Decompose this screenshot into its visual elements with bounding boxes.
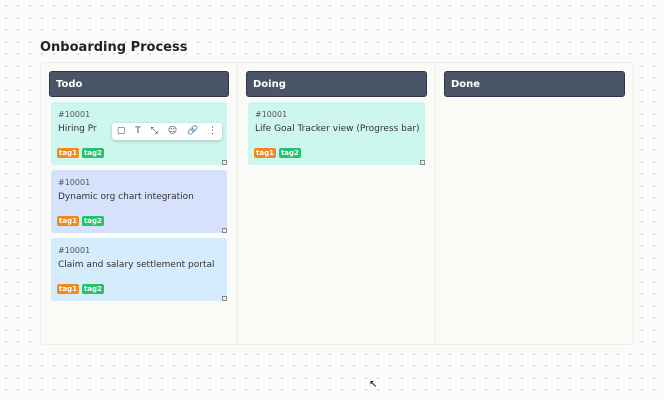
resize-handle-icon[interactable] [420, 160, 425, 165]
mouse-cursor-icon: ↖ [369, 379, 378, 390]
resize-handle-icon[interactable] [222, 160, 227, 165]
tag-badge: tag2 [81, 148, 104, 158]
tag-badge: tag2 [81, 284, 104, 294]
column-header[interactable]: Done [444, 71, 625, 97]
card-id: #10001 [255, 110, 288, 119]
tag-badge: tag2 [278, 148, 301, 158]
card-id: #10001 [58, 110, 91, 119]
card-title: Hiring Pr [58, 124, 97, 134]
card-toolbar: ▢ T ⤡ ☺ 🔗 ⋮ [112, 123, 222, 140]
card-title: Claim and salary settlement portal [58, 260, 215, 270]
more-icon[interactable]: ⋮ [208, 126, 218, 136]
shape-icon[interactable]: ☺ [167, 126, 178, 136]
text-icon[interactable]: T [135, 126, 141, 136]
tag-badge: tag1 [254, 148, 276, 158]
board-title: Onboarding Process [40, 40, 188, 55]
resize-handle-icon[interactable] [222, 296, 227, 301]
card-id: #10001 [58, 178, 91, 187]
tag-badge: tag2 [81, 216, 104, 226]
sticky-note-icon[interactable]: ▢ [116, 126, 126, 136]
card-id: #10001 [58, 246, 91, 255]
tag-badge: tag1 [57, 284, 79, 294]
column-done: Done [436, 63, 633, 344]
resize-handle-icon[interactable] [222, 228, 227, 233]
link-icon[interactable]: 🔗 [186, 126, 199, 136]
column-header[interactable]: Todo [49, 71, 229, 97]
card-title: Dynamic org chart integration [58, 192, 194, 202]
tag-badge: tag1 [57, 148, 79, 158]
tag-badge: tag1 [57, 216, 79, 226]
card-title: Life Goal Tracker view (Progress bar) [255, 124, 420, 134]
connector-icon[interactable]: ⤡ [150, 126, 158, 136]
column-header[interactable]: Doing [246, 71, 427, 97]
